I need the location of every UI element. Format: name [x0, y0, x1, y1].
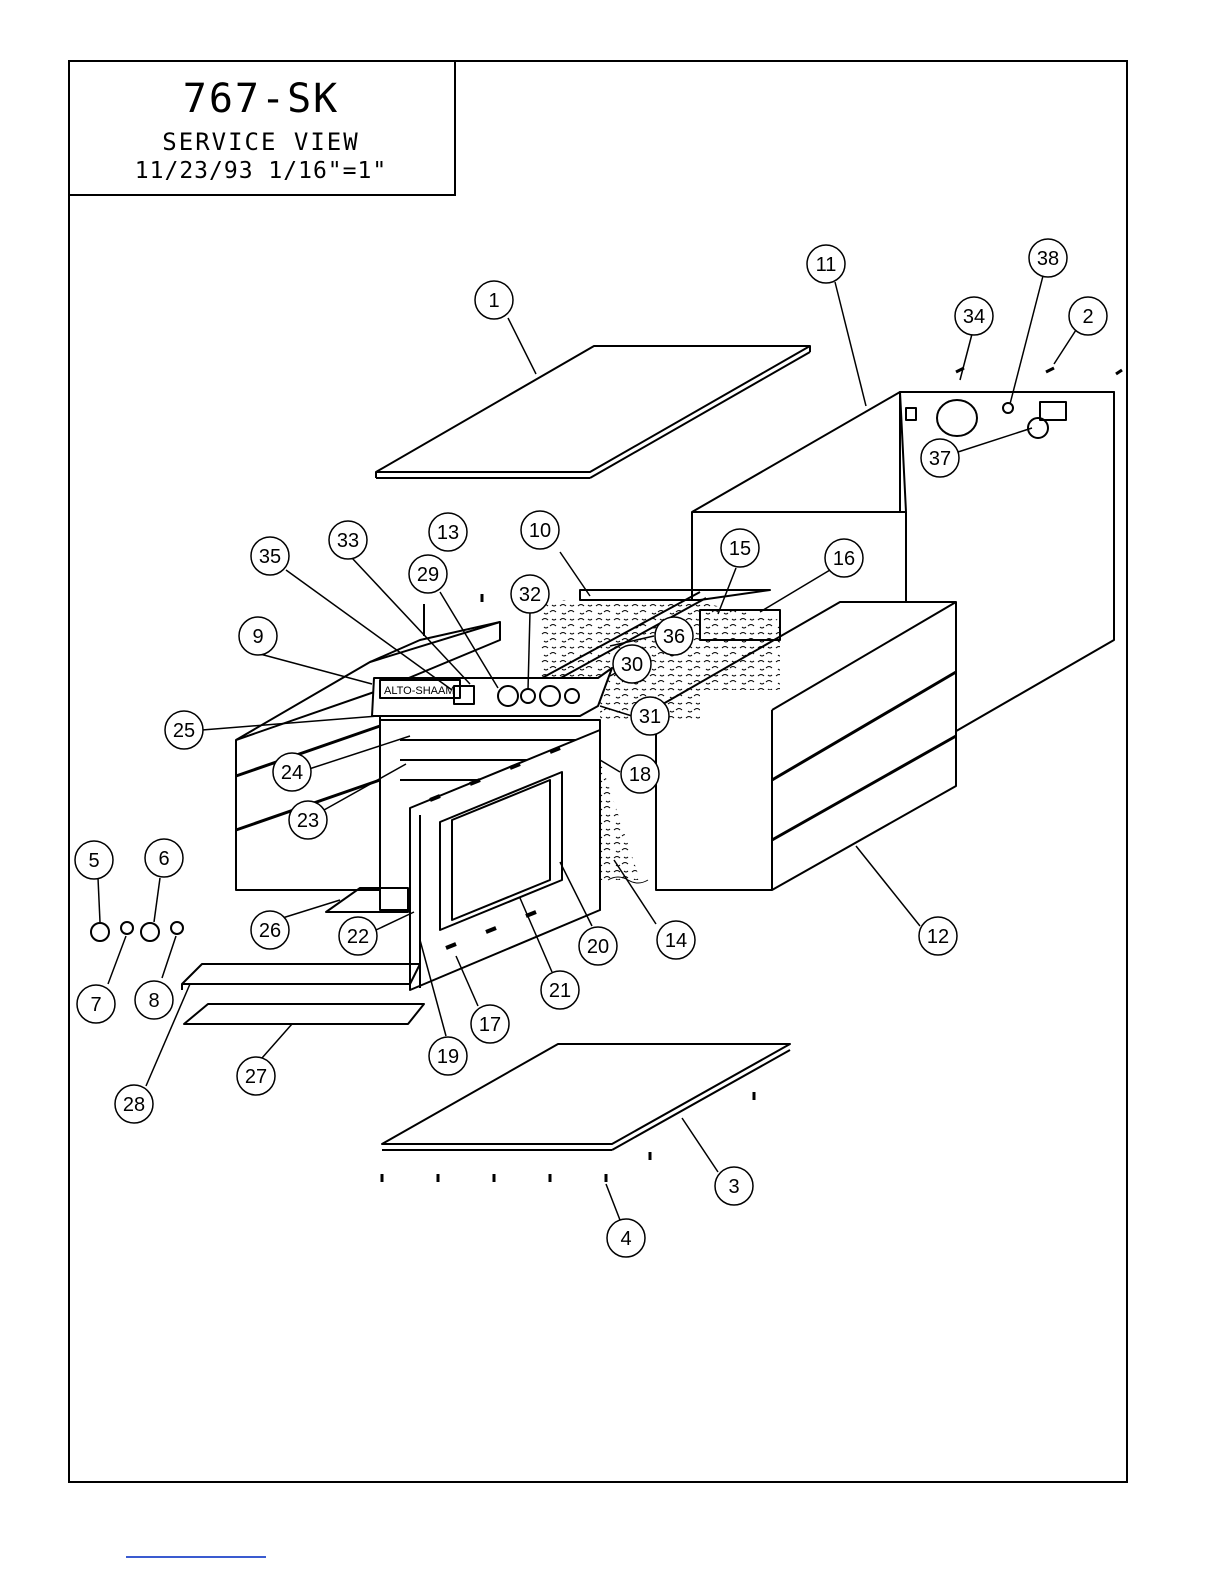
- callout-33: 33: [329, 521, 367, 559]
- svg-text:33: 33: [337, 530, 359, 552]
- brand-label: ALTO-SHAAM: [384, 685, 455, 697]
- svg-text:38: 38: [1037, 248, 1059, 270]
- callout-9: 9: [239, 617, 277, 655]
- callout-5: 5: [75, 841, 113, 879]
- callout-17: 17: [471, 1005, 509, 1043]
- svg-text:20: 20: [587, 936, 609, 958]
- callout-4: 4: [607, 1219, 645, 1257]
- callout-35: 35: [251, 537, 289, 575]
- svg-text:29: 29: [417, 564, 439, 586]
- svg-text:11: 11: [816, 254, 837, 276]
- callout-19: 19: [429, 1037, 467, 1075]
- callout-21: 21: [541, 971, 579, 1009]
- callout-29: 29: [409, 555, 447, 593]
- svg-text:23: 23: [297, 810, 319, 832]
- callout-22: 22: [339, 917, 377, 955]
- callout-27: 27: [237, 1057, 275, 1095]
- callout-6: 6: [145, 839, 183, 877]
- callout-3: 3: [715, 1167, 753, 1205]
- svg-text:8: 8: [148, 990, 159, 1012]
- callout-15: 15: [721, 529, 759, 567]
- knob-8-part: [171, 922, 183, 934]
- svg-text:5: 5: [88, 850, 99, 872]
- callout-26: 26: [251, 911, 289, 949]
- callout-23: 23: [289, 801, 327, 839]
- svg-text:13: 13: [437, 522, 459, 544]
- svg-text:2: 2: [1082, 306, 1093, 328]
- drip-tray: [182, 964, 420, 984]
- callout-20: 20: [579, 927, 617, 965]
- svg-text:12: 12: [927, 926, 949, 948]
- callout-32: 32: [511, 575, 549, 613]
- callout-18: 18: [621, 755, 659, 793]
- callout-11: 11: [807, 245, 845, 283]
- knob-6-part: [141, 923, 159, 941]
- svg-text:36: 36: [663, 626, 685, 648]
- svg-text:32: 32: [519, 584, 541, 606]
- svg-text:24: 24: [281, 762, 303, 784]
- callout-28: 28: [115, 1085, 153, 1123]
- callout-13: 13: [429, 513, 467, 551]
- svg-text:3: 3: [728, 1176, 739, 1198]
- callout-34: 34: [955, 297, 993, 335]
- callout-36: 36: [655, 617, 693, 655]
- svg-text:22: 22: [347, 926, 369, 948]
- callout-37: 37: [921, 439, 959, 477]
- element-tray: [580, 590, 770, 600]
- svg-text:27: 27: [245, 1066, 267, 1088]
- callout-31: 31: [631, 697, 669, 735]
- svg-text:35: 35: [259, 546, 281, 568]
- svg-text:7: 7: [90, 994, 101, 1016]
- bottom-trim: [184, 1004, 424, 1024]
- svg-text:25: 25: [173, 720, 195, 742]
- svg-text:17: 17: [479, 1014, 501, 1036]
- callout-24: 24: [273, 753, 311, 791]
- svg-text:10: 10: [529, 520, 551, 542]
- callout-38: 38: [1029, 239, 1067, 277]
- callout-12: 12: [919, 917, 957, 955]
- svg-text:4: 4: [620, 1228, 631, 1250]
- svg-text:30: 30: [621, 654, 643, 676]
- svg-text:26: 26: [259, 920, 281, 942]
- svg-text:6: 6: [158, 848, 169, 870]
- svg-text:28: 28: [123, 1094, 145, 1116]
- top-panel: [376, 346, 810, 472]
- callout-10: 10: [521, 511, 559, 549]
- callout-8: 8: [135, 981, 173, 1019]
- callout-7: 7: [77, 985, 115, 1023]
- oven-door: [410, 730, 600, 990]
- svg-text:18: 18: [629, 764, 651, 786]
- svg-text:16: 16: [833, 548, 855, 570]
- svg-text:15: 15: [729, 538, 751, 560]
- svg-text:37: 37: [929, 448, 951, 470]
- svg-text:21: 21: [549, 980, 571, 1002]
- callout-2: 2: [1069, 297, 1107, 335]
- callout-30: 30: [613, 645, 651, 683]
- svg-text:19: 19: [437, 1046, 459, 1068]
- knob-5-part: [91, 923, 109, 941]
- svg-text:1: 1: [488, 290, 499, 312]
- callout-1: 1: [475, 281, 513, 319]
- page-link-underline[interactable]: [126, 1556, 266, 1558]
- svg-text:14: 14: [665, 930, 687, 952]
- callout-16: 16: [825, 539, 863, 577]
- callout-25: 25: [165, 711, 203, 749]
- callout-14: 14: [657, 921, 695, 959]
- svg-text:9: 9: [252, 626, 263, 648]
- svg-text:31: 31: [639, 706, 661, 728]
- knob-7-part: [121, 922, 133, 934]
- svg-text:34: 34: [963, 306, 985, 328]
